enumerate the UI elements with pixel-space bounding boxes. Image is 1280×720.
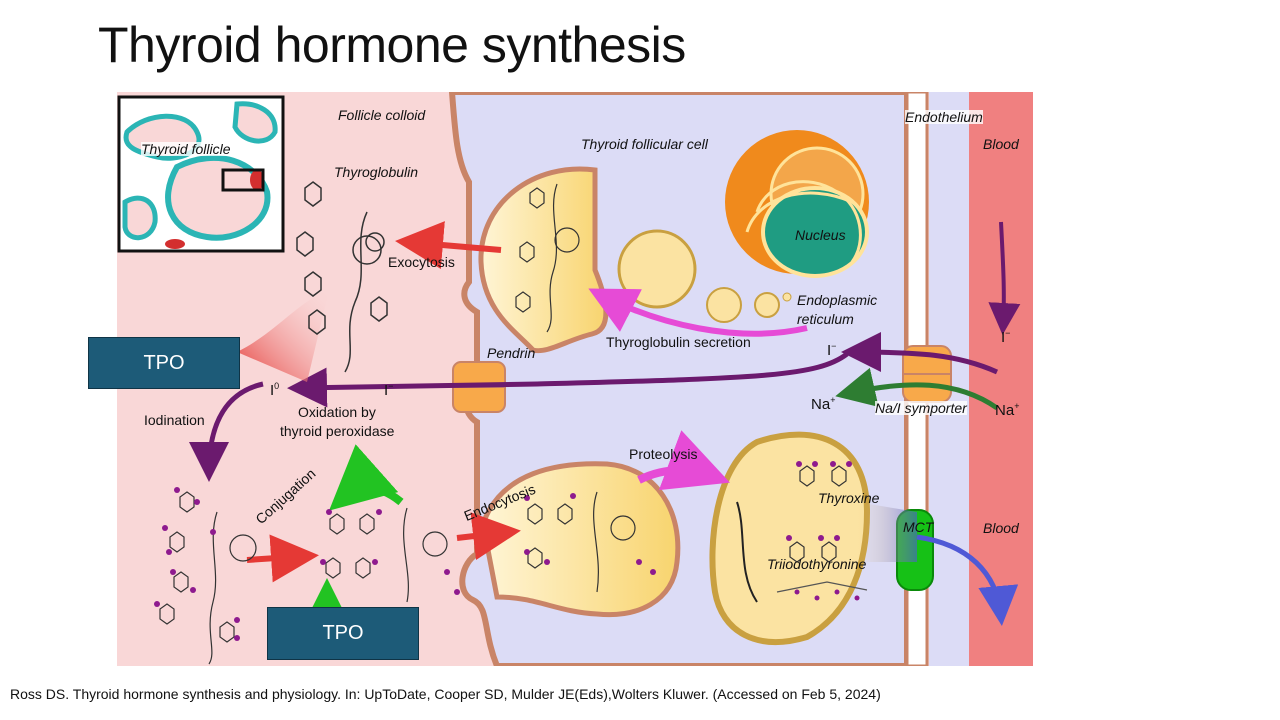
iodination-arrow <box>189 381 264 482</box>
secretory-vesicle-medium <box>706 287 742 323</box>
thyroid-follicular-cell-label: Thyroid follicular cell <box>581 136 708 152</box>
endocytosed-thyroglobulin <box>527 491 636 593</box>
nucleus-label: Nucleus <box>795 227 846 243</box>
endoplasmic-reticulum-label-2: reticulum <box>797 311 854 327</box>
exocytosis-label: Exocytosis <box>388 254 455 270</box>
thyroglobulin-molecule-vesicle <box>515 183 580 333</box>
thyroglobulin-label: Thyroglobulin <box>334 164 419 180</box>
hormone-molecules <box>736 465 868 603</box>
endocytosis-arrow <box>456 512 521 560</box>
blood-label-top: Blood <box>983 136 1019 152</box>
hormone-iodine-dots <box>786 461 860 601</box>
sodium-arrow <box>835 367 999 411</box>
endocytosis-vesicle <box>480 461 681 618</box>
hormone-release-arrow <box>916 534 1019 626</box>
iodine-dots-endocytosis <box>524 493 656 575</box>
thyroglobulin-secretion-label: Thyroglobulin secretion <box>606 334 751 350</box>
nucleus-er <box>725 130 869 302</box>
triiodothyronine-label: Triiodothyronine <box>767 556 867 572</box>
iodine-dots-conjugation <box>320 509 460 595</box>
conjugation-green-arrow <box>329 444 404 511</box>
conjugated-thyroglobulin <box>325 507 448 603</box>
thyroid-follicle-inset <box>117 95 285 253</box>
iodide-transport-arrow <box>287 352 849 408</box>
blood-label-bottom: Blood <box>983 520 1019 536</box>
secretion-arrow <box>588 288 808 337</box>
slide-title: Thyroid hormone synthesis <box>98 17 686 73</box>
iodine-dots-left <box>154 487 240 641</box>
thyroid-follicle-label: Thyroid follicle <box>141 141 231 157</box>
iodine-i0-label: I0 <box>270 381 280 399</box>
na-i-symporter-label: Na/I symporter <box>875 400 967 416</box>
mct-label: MCT <box>903 519 934 535</box>
endoplasmic-reticulum-label-1: Endoplasmic <box>797 292 878 308</box>
sodium-label-right: Na+ <box>995 401 1020 419</box>
tpo-box-bottom: TPO <box>267 607 419 660</box>
tpo-glow <box>237 290 329 382</box>
thyroglobulin-molecule-top <box>296 181 388 373</box>
thyroid-diagram: Follicle colloid Thyroid follicle Thyrog… <box>117 92 1033 666</box>
proteolysis-arrow <box>637 430 730 491</box>
conjugation-arrow <box>246 534 319 583</box>
follicle-colloid-label: Follicle colloid <box>338 107 426 123</box>
iodination-label: Iodination <box>144 412 205 428</box>
tpo-box-top: TPO <box>88 337 240 389</box>
exocytosis-arrow <box>395 221 502 269</box>
oxidation-label-2: thyroid peroxidase <box>280 423 395 439</box>
iodide-label-mid: I− <box>827 341 837 359</box>
blood-vessel <box>969 92 1033 666</box>
iodide-uptake-arrow <box>841 332 999 375</box>
proteolysis-label: Proteolysis <box>629 446 698 462</box>
citation: Ross DS. Thyroid hormone synthesis and p… <box>10 686 881 702</box>
iodinated-thyroglobulin-left <box>159 491 257 665</box>
thyroxine-label: Thyroxine <box>818 490 880 506</box>
secretory-vesicle-large <box>617 229 697 309</box>
oxidation-label-1: Oxidation by <box>298 404 376 420</box>
iodide-blood-arrow <box>988 221 1021 335</box>
pendrin-label: Pendrin <box>487 345 536 361</box>
hormone-release-glow <box>857 502 917 562</box>
endothelium-label: Endothelium <box>905 109 983 125</box>
sodium-label-left: Na+ <box>811 395 836 413</box>
iodide-label-left: I− <box>384 381 394 399</box>
iodide-label-right: I− <box>1001 328 1011 346</box>
secretory-vesicle-small <box>754 292 780 318</box>
